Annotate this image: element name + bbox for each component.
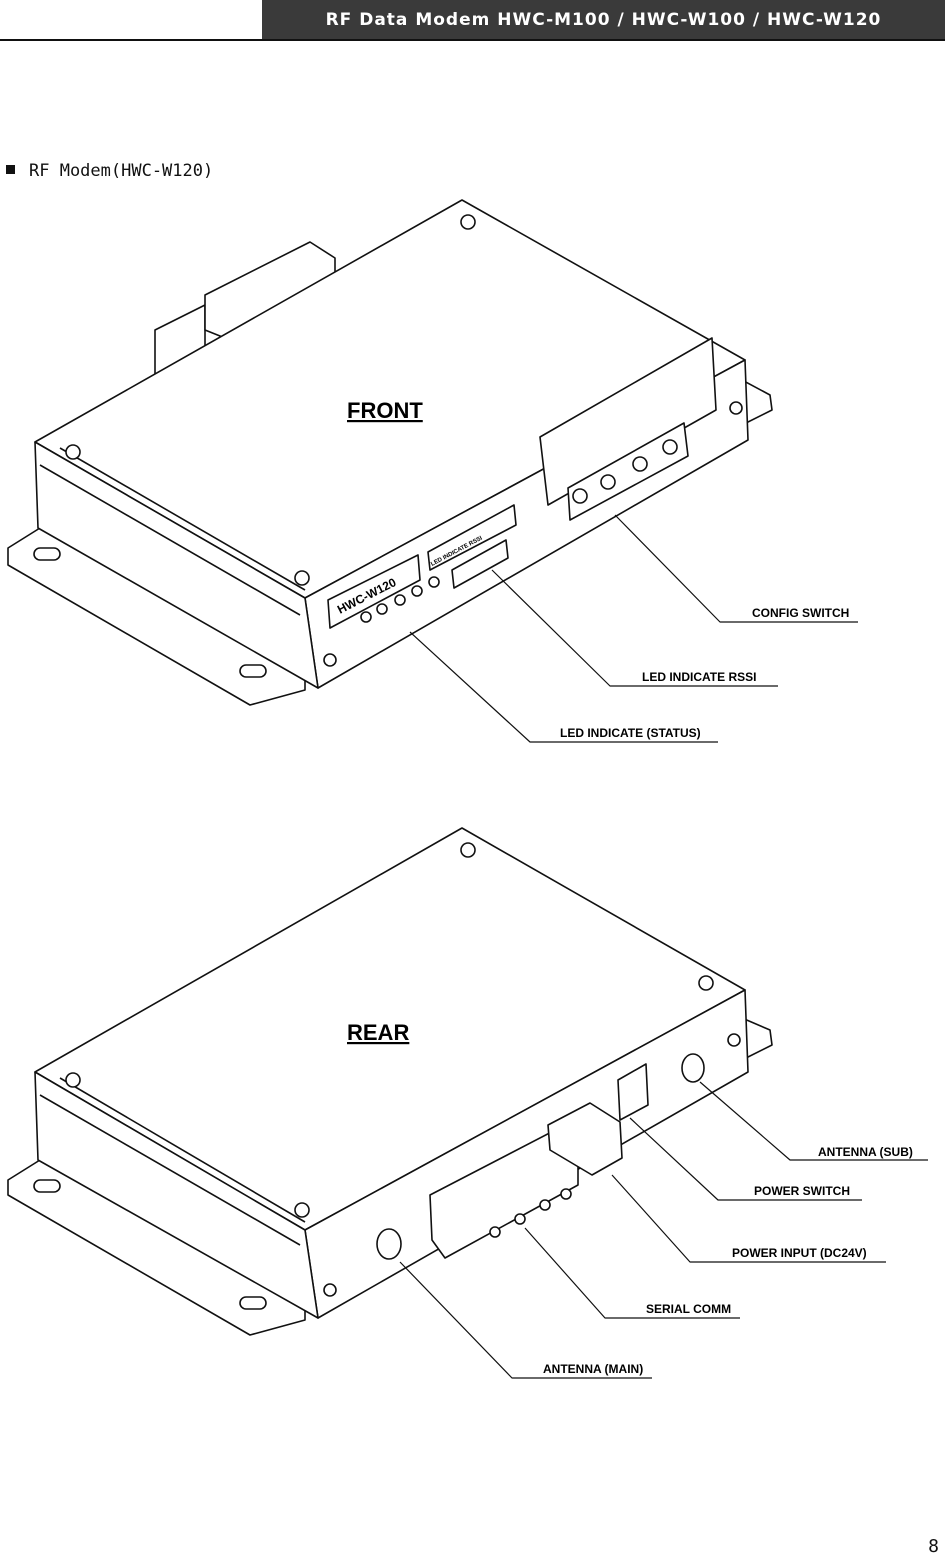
page-number: 8 [928, 1536, 939, 1557]
header-rule [0, 39, 945, 41]
config-switch-label: CONFIG SWITCH [752, 606, 849, 620]
rear-caption: REAR [347, 1020, 409, 1045]
section-title: RF Modem(HWC-W120) [29, 161, 214, 181]
antenna-sub-label: ANTENNA (SUB) [818, 1145, 913, 1159]
power-input-label: POWER INPUT (DC24V) [732, 1246, 867, 1260]
header-band [262, 0, 945, 40]
bullet-square-icon [6, 165, 15, 174]
header-title: RF Data Modem HWC-M100 / HWC-W100 / HWC-… [325, 10, 882, 30]
led-status-label: LED INDICATE (STATUS) [560, 726, 701, 740]
serial-comm-label: SERIAL COMM [646, 1302, 731, 1316]
led-rssi-label: LED INDICATE RSSI [642, 670, 756, 684]
front-view-drawing: FRONT HWC-W120 LED INDICATE RSSI CONFIG … [7, 199, 858, 743]
front-caption: FRONT [347, 398, 423, 423]
rear-view-drawing: REAR ANTENNA (SUB) POWER SWITCH POWER IN… [7, 827, 928, 1379]
power-switch-label: POWER SWITCH [754, 1184, 850, 1198]
section-heading: RF Modem(HWC-W120) [6, 158, 213, 184]
antenna-main-label: ANTENNA (MAIN) [543, 1362, 643, 1376]
